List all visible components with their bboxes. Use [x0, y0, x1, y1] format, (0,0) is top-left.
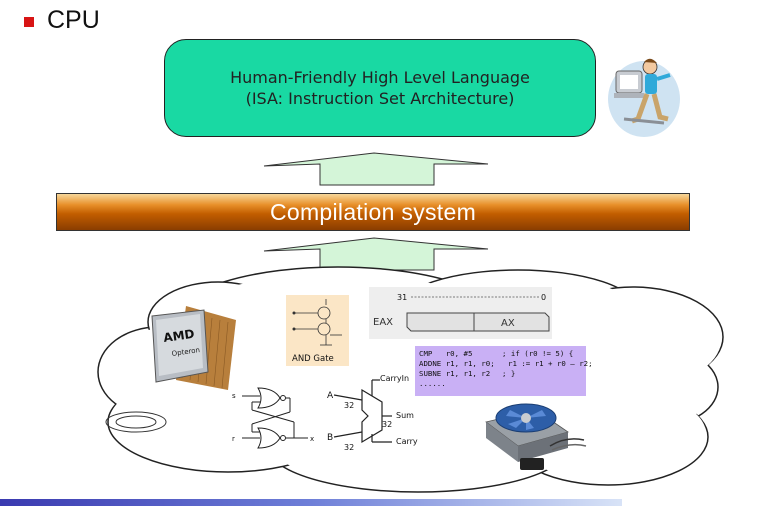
adder-diagram: CarryIn A B 32 32 32 Sum Carry — [327, 374, 418, 452]
chip-brand: AMD — [162, 327, 195, 345]
adder-input-b: B — [327, 433, 333, 443]
adder-carry-out: Carry — [396, 437, 418, 446]
code-line: SUBNE r1, r1, r2 ; } — [419, 369, 582, 379]
latch-input-2: r — [232, 435, 235, 443]
compilation-system-label: Compilation system — [269, 198, 477, 225]
code-instruction: SUBNE r1, r1, r2 — [419, 369, 491, 378]
latch-input-1: s — [232, 392, 236, 400]
register-bit-high: 31 — [397, 293, 407, 302]
adder-width-sum: 32 — [382, 420, 392, 429]
adder-carry-in: CarryIn — [380, 374, 409, 383]
upward-arrow-top — [263, 152, 489, 186]
person-computer-clipart — [608, 58, 680, 137]
sr-latch-circuit: s r x — [232, 387, 314, 449]
code-comment: ; r1 := r1 + r0 – r2; — [490, 359, 593, 368]
code-instruction: ADDNE r1, r1, r0 — [419, 359, 491, 368]
adder-input-a: A — [327, 391, 334, 401]
bottom-accent-bar — [0, 499, 622, 506]
page-title: CPU — [47, 6, 100, 34]
adder-width-a: 32 — [344, 401, 354, 410]
bullet-icon — [24, 17, 34, 27]
code-comment: ; } — [502, 369, 516, 378]
compilation-system-bar: Compilation system — [56, 193, 690, 231]
register-bit-low: 0 — [541, 293, 546, 302]
and-gate-label: AND Gate — [292, 354, 334, 364]
latch-output: x — [310, 435, 314, 443]
code-instruction: CMP r0, #5 — [419, 349, 473, 358]
eax-register-diagram: 31 0 EAX AX — [373, 293, 550, 332]
chip-model: Opteron — [171, 346, 200, 358]
hll-line-1: Human-Friendly High Level Language — [230, 68, 530, 87]
adder-width-b: 32 — [344, 443, 354, 452]
cpu-cooler-fan-image — [485, 403, 587, 470]
hll-line-2: (ISA: Instruction Set Architecture) — [245, 89, 515, 108]
cpu-chip-image: AMD Opteron — [151, 306, 236, 390]
code-line: ADDNE r1, r1, r0 ; r1 := r1 + r0 – r2; — [419, 359, 593, 369]
code-comment: ; if (r0 != 5) { — [502, 349, 574, 358]
and-gate-circuit: AND Gate — [292, 299, 342, 364]
adder-sum: Sum — [396, 411, 414, 420]
and-gate-panel — [286, 295, 349, 366]
high-level-language-box: Human-Friendly High Level Language (ISA:… — [164, 39, 596, 137]
assembly-code-box: CMP r0, #5 ; if (r0 != 5) { ADDNE r1, r1… — [415, 346, 593, 396]
register-sub: AX — [501, 318, 515, 329]
upward-arrow-bottom — [263, 237, 489, 271]
code-line: CMP r0, #5 ; if (r0 != 5) { — [419, 349, 582, 359]
register-name: EAX — [373, 317, 393, 328]
code-instruction: ...... — [419, 379, 446, 388]
code-line: ...... — [419, 379, 582, 389]
